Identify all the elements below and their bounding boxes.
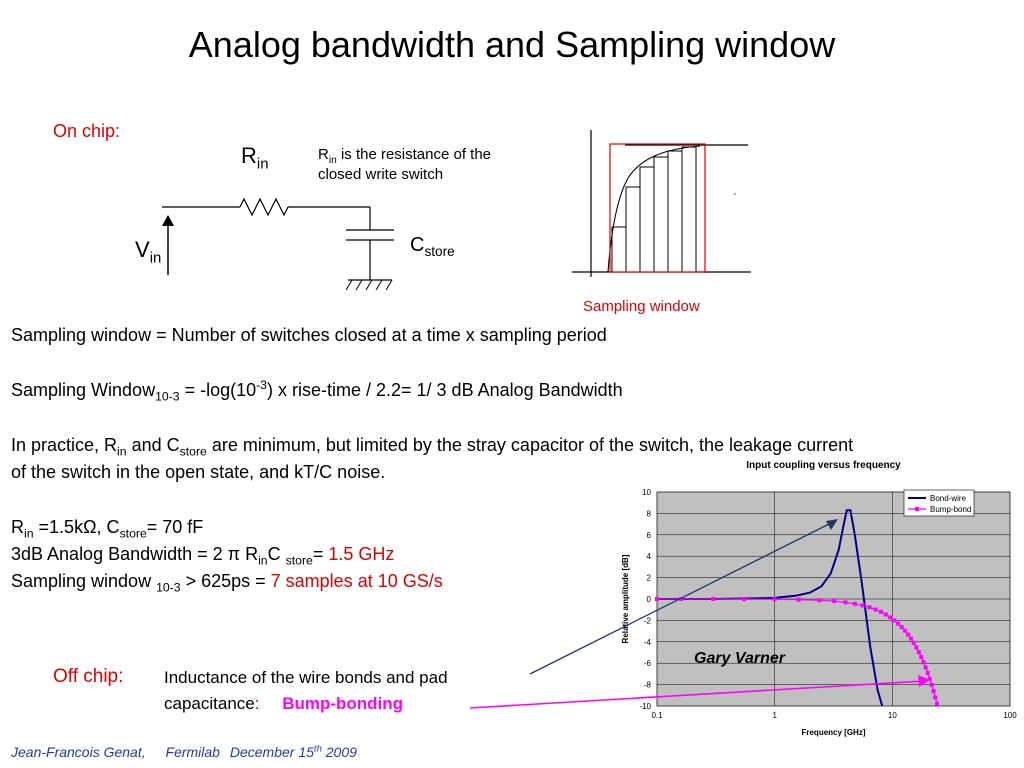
y-tick-label: 4 xyxy=(647,552,652,561)
legend-label: Bump-bond xyxy=(930,505,971,514)
sample-bar xyxy=(611,226,627,273)
rin-note: Rin is the resistance of the closed writ… xyxy=(318,146,492,183)
data-point-bump-bond xyxy=(817,598,822,603)
y-tick-label: 6 xyxy=(647,531,652,540)
cstore-label: Cstore xyxy=(410,234,455,259)
footer: Jean-Francois Genat, Fermilab December 1… xyxy=(11,744,357,760)
data-point-bump-bond xyxy=(843,600,848,605)
on-chip-label: On chip: xyxy=(53,121,121,141)
data-point-bump-bond xyxy=(931,689,936,694)
y-tick-label: 10 xyxy=(642,488,651,497)
data-point-bump-bond xyxy=(679,597,684,601)
data-point-bump-bond xyxy=(888,615,893,620)
resistor-symbol xyxy=(239,197,289,217)
y-tick-label: -6 xyxy=(644,659,652,668)
footer-author: Jean-Francois Genat, xyxy=(11,744,146,760)
data-point-bump-bond xyxy=(916,650,921,655)
data-point-bump-bond xyxy=(896,621,901,626)
legend-label: Bond-wire xyxy=(930,494,967,503)
y-tick-label: 8 xyxy=(647,509,652,518)
data-point-bump-bond xyxy=(908,636,913,641)
bandwidth-result: 3dB Analog Bandwidth = 2 π RinC store= 1… xyxy=(11,544,395,568)
data-point-bump-bond xyxy=(655,597,659,601)
data-point-bump-bond xyxy=(933,695,938,700)
sampling-window-figure xyxy=(572,130,751,277)
y-tick-label: -8 xyxy=(644,681,652,690)
data-point-bump-bond xyxy=(832,599,837,604)
sample-bar xyxy=(625,186,641,273)
input-coupling-chart: Input coupling versus frequency 10 8 6 4 2 0 -2… xyxy=(621,460,1017,737)
data-point-bump-bond xyxy=(906,632,911,637)
sample-bar xyxy=(667,150,683,273)
data-point-bump-bond xyxy=(902,628,907,633)
rise-curve xyxy=(607,145,701,273)
x-tick-label: 0.1 xyxy=(651,711,663,720)
data-point-bump-bond xyxy=(860,603,865,608)
off-chip-label: Off chip: xyxy=(53,666,124,687)
practice-paragraph-line2: of the switch in the open state, and kT/… xyxy=(11,462,386,482)
data-point-bump-bond xyxy=(796,597,801,602)
data-point-bump-bond xyxy=(914,645,919,650)
sample-bar xyxy=(681,146,697,273)
data-point-bump-bond xyxy=(911,640,916,645)
data-point-bump-bond xyxy=(899,625,904,630)
data-point-bump-bond xyxy=(867,605,872,610)
legend-box xyxy=(903,489,975,517)
data-point-bump-bond xyxy=(772,597,777,602)
y-tick-label: 0 xyxy=(647,595,652,604)
component-values: Rin =1.5kΩ, Cstore= 70 fF xyxy=(11,517,204,541)
off-chip-text: Inductance of the wire bonds and pad cap… xyxy=(164,668,448,713)
data-point-bump-bond xyxy=(883,612,888,617)
footer-lab: Fermilab xyxy=(165,744,220,760)
data-point-bump-bond xyxy=(852,601,857,606)
sampling-window-formula: Sampling Window10-3 = -log(10-3) x rise-… xyxy=(11,378,623,404)
data-point-bump-bond xyxy=(892,618,897,623)
data-point-bump-bond xyxy=(711,597,716,601)
sampling-window-caption: Sampling window xyxy=(583,298,700,315)
y-tick-label: -10 xyxy=(639,702,651,711)
x-tick-label: 10 xyxy=(888,711,897,720)
x-axis-label: Frequency [GHz] xyxy=(801,728,865,737)
data-point-bump-bond xyxy=(923,665,928,670)
chart-title: Input coupling versus frequency xyxy=(746,460,901,471)
legend-marker xyxy=(915,507,919,511)
footer-date: December 15th 2009 xyxy=(229,743,357,760)
y-tick-label: -4 xyxy=(644,638,652,647)
sample-bar xyxy=(639,166,655,273)
sample-bar xyxy=(653,156,669,273)
y-tick-label: 2 xyxy=(647,574,652,583)
gary-varner-label: Gary Varner xyxy=(694,650,786,667)
bump-bonding-label: Bump-bonding xyxy=(282,694,404,713)
practice-paragraph-line1: In practice, Rin and Cstore are minimum,… xyxy=(11,435,854,459)
sampling-window-definition: Sampling window = Number of switches clo… xyxy=(11,325,607,345)
slide-title: Analog bandwidth and Sampling window xyxy=(188,24,836,65)
data-point-bump-bond xyxy=(873,607,878,612)
data-point-bump-bond xyxy=(927,676,932,681)
vin-label: Vin xyxy=(135,237,162,267)
data-point-bump-bond xyxy=(929,682,934,687)
sampling-window-frame xyxy=(609,143,706,273)
data-point-bump-bond xyxy=(742,597,747,602)
rc-circuit-diagram xyxy=(162,197,394,291)
data-point-bump-bond xyxy=(919,654,924,659)
y-axis-label: Relative amplitude [dB] xyxy=(621,554,630,643)
x-tick-label: 100 xyxy=(1003,711,1017,720)
x-tick-label: 1 xyxy=(772,711,777,720)
sampling-window-result: Sampling window 10-3 > 625ps = 7 samples… xyxy=(11,571,443,595)
data-point-bump-bond xyxy=(935,701,940,706)
y-tick-label: -2 xyxy=(644,616,652,625)
data-point-bump-bond xyxy=(921,660,926,665)
data-point-bump-bond xyxy=(925,671,930,676)
rin-label: Rin xyxy=(241,143,269,173)
data-point-bump-bond xyxy=(878,609,883,614)
